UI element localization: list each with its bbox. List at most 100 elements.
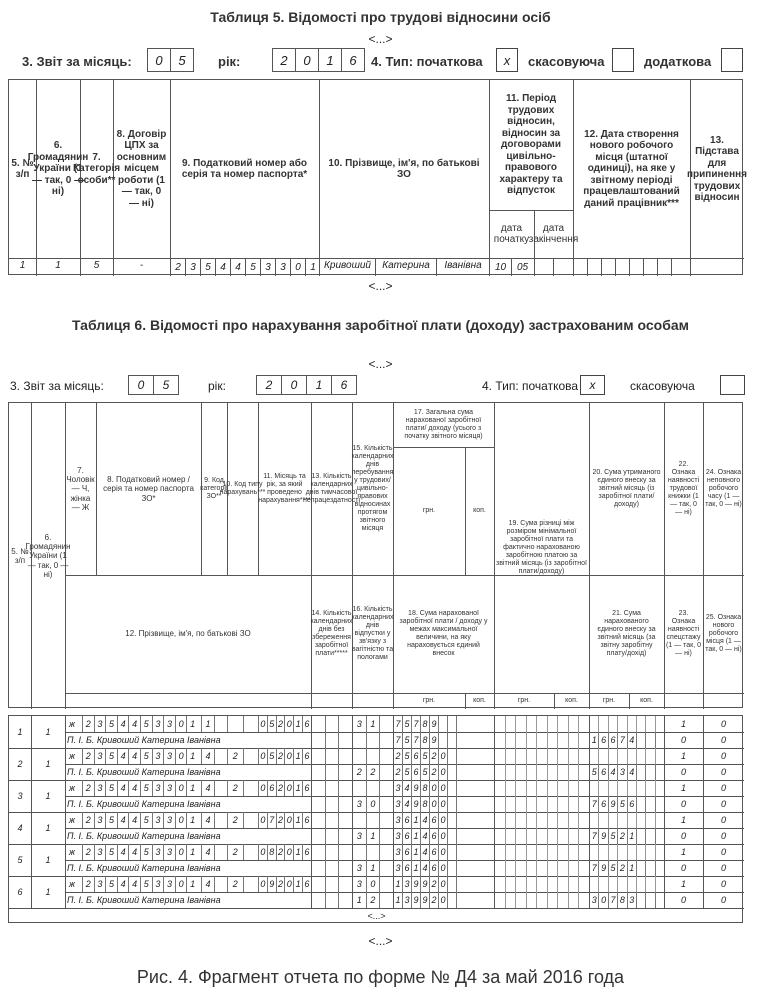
digit-divider (557, 876, 558, 908)
digit-divider (626, 812, 628, 828)
digit-cell: 5 (105, 876, 117, 892)
digit-cell: 6 (626, 796, 636, 812)
digit-cell: 0 (438, 876, 447, 892)
t6-h11: 11. Місяць та рік, за який проведено нар… (258, 472, 311, 505)
t5-type-initial-checkbox[interactable]: x (496, 48, 518, 72)
digit-cell: 6 (429, 844, 438, 860)
digit-cell: 1 (626, 828, 636, 844)
digit-cell: 5 (589, 764, 598, 780)
t6-year-label: рік: (208, 379, 226, 393)
t5-cancel-label: скасовуюча (528, 54, 605, 69)
digit-divider (645, 780, 647, 796)
figure-caption: Рис. 4. Фрагмент отчета по форме № Д4 за… (136, 967, 625, 987)
digit-cell: 2 (275, 716, 285, 732)
t6-h22: 22. Ознака наявності трудової книжки (1 … (667, 460, 700, 517)
t5-month-cell: 0 (147, 49, 170, 71)
digit-cell (456, 780, 465, 796)
row-flag-24: 0 (720, 719, 726, 729)
digit-cell: 5 (420, 748, 429, 764)
digit-divider (607, 844, 609, 860)
digit-cell (379, 876, 393, 892)
digit-cell (379, 892, 393, 908)
digit-cell (654, 796, 664, 812)
row-sex: ж (68, 783, 76, 793)
t6-h19: 19. Сума різниці між розміром мінімально… (496, 519, 587, 576)
digit-cell: 3 (352, 828, 366, 844)
digit-cell: 1 (186, 844, 198, 860)
digit-cell (338, 892, 352, 908)
digit-cell (311, 860, 325, 876)
t5-cancel-checkbox[interactable] (612, 48, 634, 72)
row-number: 6 (17, 887, 23, 897)
digit-cell: 6 (402, 812, 411, 828)
digit-cell: 0 (258, 748, 267, 764)
digit-cell (311, 748, 325, 764)
digit-cell (456, 860, 465, 876)
digit-cell (352, 812, 366, 828)
row-flag-23: 0 (680, 735, 686, 745)
digit-cell (311, 876, 325, 892)
digit-cell (379, 828, 393, 844)
digit-cell (338, 860, 352, 876)
digit-divider (546, 780, 548, 812)
digit-cell: 3 (393, 780, 402, 796)
digit-divider (504, 780, 506, 812)
digit-divider (636, 716, 637, 732)
digit-cell: 2 (617, 828, 626, 844)
row-flag-22: 1 (680, 719, 686, 729)
t6-year-cell: 0 (281, 376, 306, 394)
t5-add-checkbox[interactable] (721, 48, 743, 72)
t6-type-initial-checkbox[interactable]: x (580, 375, 605, 395)
digit-cell: 0 (429, 796, 438, 812)
digit-divider (578, 716, 579, 748)
digit-cell: 7 (617, 732, 626, 748)
digit-cell (324, 796, 339, 812)
digit-divider (567, 716, 569, 748)
digit-divider (654, 812, 656, 828)
row-flag-25: 0 (720, 799, 726, 809)
row-flag-23: 0 (680, 831, 686, 841)
digit-cell (338, 780, 352, 796)
digit-cell: 7 (607, 892, 617, 908)
table6-dots-top: <...> (368, 357, 393, 371)
digit-cell (438, 716, 447, 732)
digit-cell (324, 764, 339, 780)
digit-cell: 4 (201, 812, 214, 828)
digit-cell: 0 (174, 748, 187, 764)
digit-cell: 8 (420, 780, 429, 796)
t5-newplace-cell (643, 258, 657, 276)
digit-cell (242, 748, 259, 764)
digit-cell: 1 (393, 876, 402, 892)
digit-cell: 9 (266, 876, 276, 892)
digit-divider (598, 716, 600, 732)
digit-cell: 8 (266, 844, 276, 860)
t5-start-cell: 05 (511, 258, 533, 276)
digit-cell: 4 (128, 780, 140, 796)
digit-divider (598, 844, 600, 860)
digit-cell (324, 780, 339, 796)
digit-cell: 4 (626, 732, 636, 748)
t5-year-cell: 2 (272, 49, 295, 71)
digit-cell (352, 748, 366, 764)
digit-divider (626, 748, 628, 764)
digit-cell: 6 (302, 780, 311, 796)
digit-divider (607, 748, 609, 764)
row-flag-25: 0 (720, 735, 726, 745)
t5-newplace-cell (629, 258, 643, 276)
digit-cell: 2 (365, 892, 380, 908)
digit-cell: 4 (420, 844, 429, 860)
digit-cell (338, 748, 352, 764)
t6-cancel-checkbox[interactable] (720, 375, 745, 395)
digit-cell: 5 (402, 764, 411, 780)
digit-cell: 1 (411, 844, 420, 860)
digit-cell: 4 (420, 812, 429, 828)
digit-cell: 3 (393, 812, 402, 828)
digit-cell: 7 (589, 860, 598, 876)
digit-cell (379, 748, 393, 764)
